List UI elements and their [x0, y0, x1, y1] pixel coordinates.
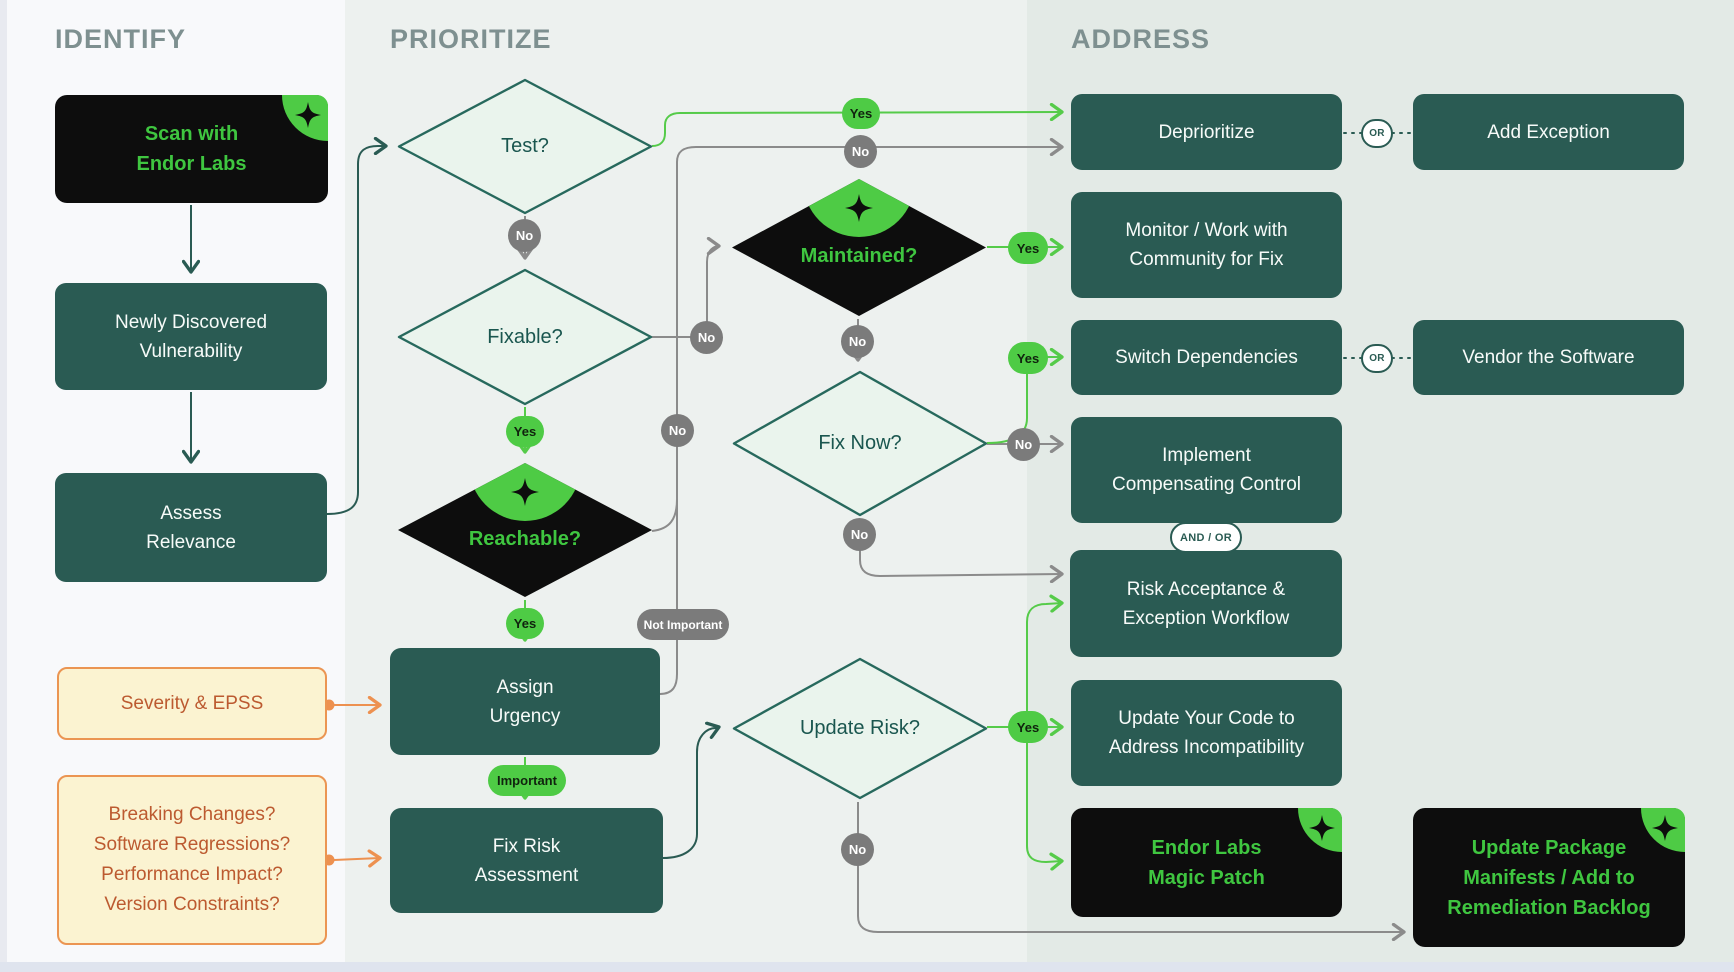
node-risk-acceptance: Risk Acceptance & Exception Workflow [1070, 550, 1342, 657]
sparkle-icon [1309, 815, 1335, 841]
left-edge-strip [0, 0, 7, 972]
badge-reachable-yes: Yes [506, 608, 544, 639]
badge-important: Important [488, 765, 566, 796]
node-label: Breaking Changes? Software Regressions? … [93, 804, 291, 915]
decision-fixable: Fixable? [397, 268, 653, 406]
node-label: Deprioritize [1158, 121, 1255, 143]
node-add-exception: Add Exception [1413, 94, 1684, 170]
decision-label: Update Risk? [799, 717, 921, 739]
node-update-your-code: Update Your Code to Address Incompatibil… [1071, 680, 1342, 786]
node-label: Implement Compensating Control [1111, 445, 1302, 495]
sparkle-badge [1298, 808, 1342, 852]
decision-maintained: Maintained? [731, 178, 987, 317]
node-magic-patch: Endor Labs Magic Patch [1071, 808, 1342, 917]
node-label: Update Package Manifests / Add to Remedi… [1447, 836, 1651, 919]
badge-fixable-no: No [690, 321, 723, 354]
node-newly-discovered: Newly Discovered Vulnerability [55, 283, 327, 390]
decision-fix-now: Fix Now? [732, 370, 988, 517]
badge-test-no: No [508, 219, 541, 252]
badge-and-or: AND / OR [1170, 522, 1242, 553]
node-compensating-control: Implement Compensating Control [1071, 417, 1342, 523]
node-label: Vendor the Software [1462, 347, 1635, 368]
node-severity-epss: Severity & EPSS [57, 667, 327, 740]
node-label: Severity & EPSS [120, 692, 264, 714]
badge-update-risk-no: No [841, 833, 874, 866]
badge-or-top: OR [1361, 119, 1393, 148]
badge-not-important: Not Important [637, 609, 729, 640]
node-fix-questions: Breaking Changes? Software Regressions? … [57, 775, 327, 945]
node-label: Monitor / Work with Community for Fix [1125, 220, 1288, 270]
node-switch-dependencies: Switch Dependencies [1071, 320, 1342, 395]
decision-test: Test? [397, 78, 653, 215]
badge-maintained-no: No [841, 325, 874, 358]
node-fix-risk-assessment: Fix Risk Assessment [390, 808, 663, 913]
decision-update-risk: Update Risk? [732, 657, 988, 800]
decision-label: Fixable? [487, 325, 563, 348]
node-vendor-software: Vendor the Software [1413, 320, 1684, 395]
badge-test-yes: Yes [842, 98, 880, 129]
node-label: Newly Discovered Vulnerability [114, 311, 268, 362]
node-label: Endor Labs Magic Patch [1148, 836, 1265, 889]
node-label: Add Exception [1487, 121, 1610, 143]
decision-label: Fix Now? [818, 432, 902, 454]
node-label: Risk Acceptance & Exception Workflow [1122, 578, 1290, 629]
node-assign-urgency: Assign Urgency [390, 648, 660, 755]
badge-fix-now-no-right: No [1007, 428, 1040, 461]
badge-fix-now-yes: Yes [1008, 342, 1048, 374]
badge-update-risk-yes: Yes [1008, 711, 1048, 743]
node-label: Assign Urgency [489, 676, 561, 727]
column-title-prioritize: PRIORITIZE [390, 24, 552, 54]
bottom-edge-strip [0, 962, 1734, 972]
badge-deprioritize-no: No [844, 135, 877, 168]
decision-label: Maintained? [800, 245, 918, 267]
badge-or-middle: OR [1361, 344, 1393, 373]
badge-fix-now-no-down: No [843, 518, 876, 551]
node-assess-relevance: Assess Relevance [55, 473, 327, 582]
node-label: Assess Relevance [146, 502, 236, 553]
node-label: Fix Risk Assessment [474, 835, 579, 886]
node-deprioritize: Deprioritize [1071, 94, 1342, 170]
decision-reachable: Reachable? [397, 462, 653, 598]
badge-reachable-no: No [661, 414, 694, 447]
node-monitor-community: Monitor / Work with Community for Fix [1071, 192, 1342, 298]
node-scan-endor-labs: Scan with Endor Labs [55, 95, 328, 203]
sparkle-icon [511, 478, 539, 506]
badge-maintained-yes: Yes [1008, 232, 1048, 264]
node-label: Update Your Code to Address Incompatibil… [1108, 708, 1305, 758]
decision-label: Test? [501, 135, 549, 157]
node-update-manifests: Update Package Manifests / Add to Remedi… [1413, 808, 1685, 947]
sparkle-badge [282, 95, 328, 141]
sparkle-icon [295, 102, 321, 128]
column-title-address: ADDRESS [1071, 24, 1211, 54]
node-label: Switch Dependencies [1115, 347, 1298, 368]
sparkle-icon [845, 194, 873, 222]
node-label: Scan with Endor Labs [136, 123, 247, 175]
sparkle-icon [1652, 815, 1678, 841]
column-title-identify: IDENTIFY [55, 24, 187, 54]
decision-label: Reachable? [468, 527, 582, 550]
badge-fixable-yes: Yes [506, 416, 544, 447]
